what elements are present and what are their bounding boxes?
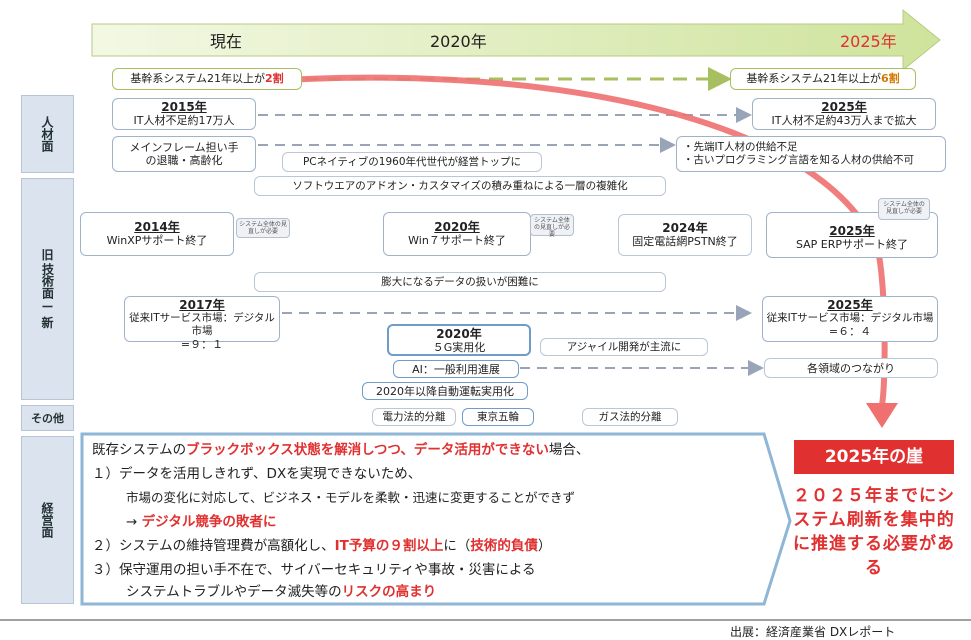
core-left-box: 基幹系システム21年以上が2割 <box>112 68 302 90</box>
note-2014: システム全体の見直しが必要 <box>236 218 290 238</box>
tech-2024-box: 2024年固定電話網PSTN終了 <box>618 214 752 256</box>
timeline-2025: 2025年 <box>840 32 897 51</box>
side-other: その他 <box>21 405 74 431</box>
management-frame <box>80 432 792 606</box>
core-right-box: 基幹系システム21年以上が6割 <box>730 68 916 90</box>
mgmt-line-2: １）データを活用しきれず、DXを実現できないため、 <box>92 466 422 482</box>
data-difficulty-box: 膨大になるデータの扱いが困難に <box>254 272 666 292</box>
mgmt-line-5: ２）システムの維持管理費が高額化し、IT予算の９割以上に（技術的負債） <box>92 538 552 554</box>
side-jinzai: 人材面 <box>21 95 74 173</box>
connect-box: 各領域のつながり <box>764 358 938 378</box>
side-keiei: 経営面 <box>21 436 74 604</box>
mgmt-line-7: システムトラブルやデータ滅失等のリスクの高まり <box>126 584 437 600</box>
timeline-current: 現在 <box>210 32 243 51</box>
pc-native-box: PCネイティブの1960年代世代が経営トップに <box>282 152 542 172</box>
note-2020: システム全体の見直しが必要 <box>530 214 574 238</box>
mgmt-line-3: 市場の変化に対応して、ビジネス・モデルを柔軟・迅速に変更することができず <box>126 490 576 505</box>
timeline-2020: 2020年 <box>430 32 487 51</box>
olympics-box: 東京五輪 <box>462 408 534 426</box>
power-box: 電力法的分離 <box>372 408 456 426</box>
mgmt-line-4: → デジタル競争の敗者に <box>126 514 277 530</box>
note-2025: システム全体の見直しが必要 <box>878 198 930 220</box>
tech-2025b-box: 2025年 従来ITサービス市場：デジタル市場 =６：４ <box>762 296 938 342</box>
cliff-message: ２０２５年までにシステム刷新を集中的に推進する必要がある <box>793 486 955 578</box>
autodrive-box: 2020年以降自動運転実用化 <box>362 382 528 400</box>
mainframe-box: メインフレーム担い手の退職・高齢化 <box>112 136 256 172</box>
gas-box: ガス法的分離 <box>582 408 678 426</box>
agile-box: アジャイル開発が主流に <box>540 338 708 356</box>
timeline-arrow <box>91 8 941 72</box>
mgmt-line-1: 既存システムのブラックボックス状態を解消しつつ、データ活用ができない場合、 <box>92 442 590 458</box>
tech-2017-box: 2017年 従来ITサービス市場：デジタル市場 =９：１ <box>124 296 280 351</box>
software-box: ソフトウエアのアドオン・カスタマイズの積み重ねによる一層の複雑化 <box>254 176 666 196</box>
source-credit: 出展：経済産業省 DXレポート <box>730 625 896 639</box>
supply-box: ・先端IT人材の供給不足・古いプログラミング言語を知る人材の供給不可 <box>676 136 946 172</box>
side-gijutsu: 旧 技術面 ー 新 <box>21 178 74 400</box>
mgmt-line-6: ３）保守運用の担い手不在で、サイバーセキュリティや事故・災害による <box>92 562 536 578</box>
ai-box: AI：一般利用進展 <box>393 360 519 378</box>
cliff-title: 2025年の崖 <box>794 440 954 474</box>
